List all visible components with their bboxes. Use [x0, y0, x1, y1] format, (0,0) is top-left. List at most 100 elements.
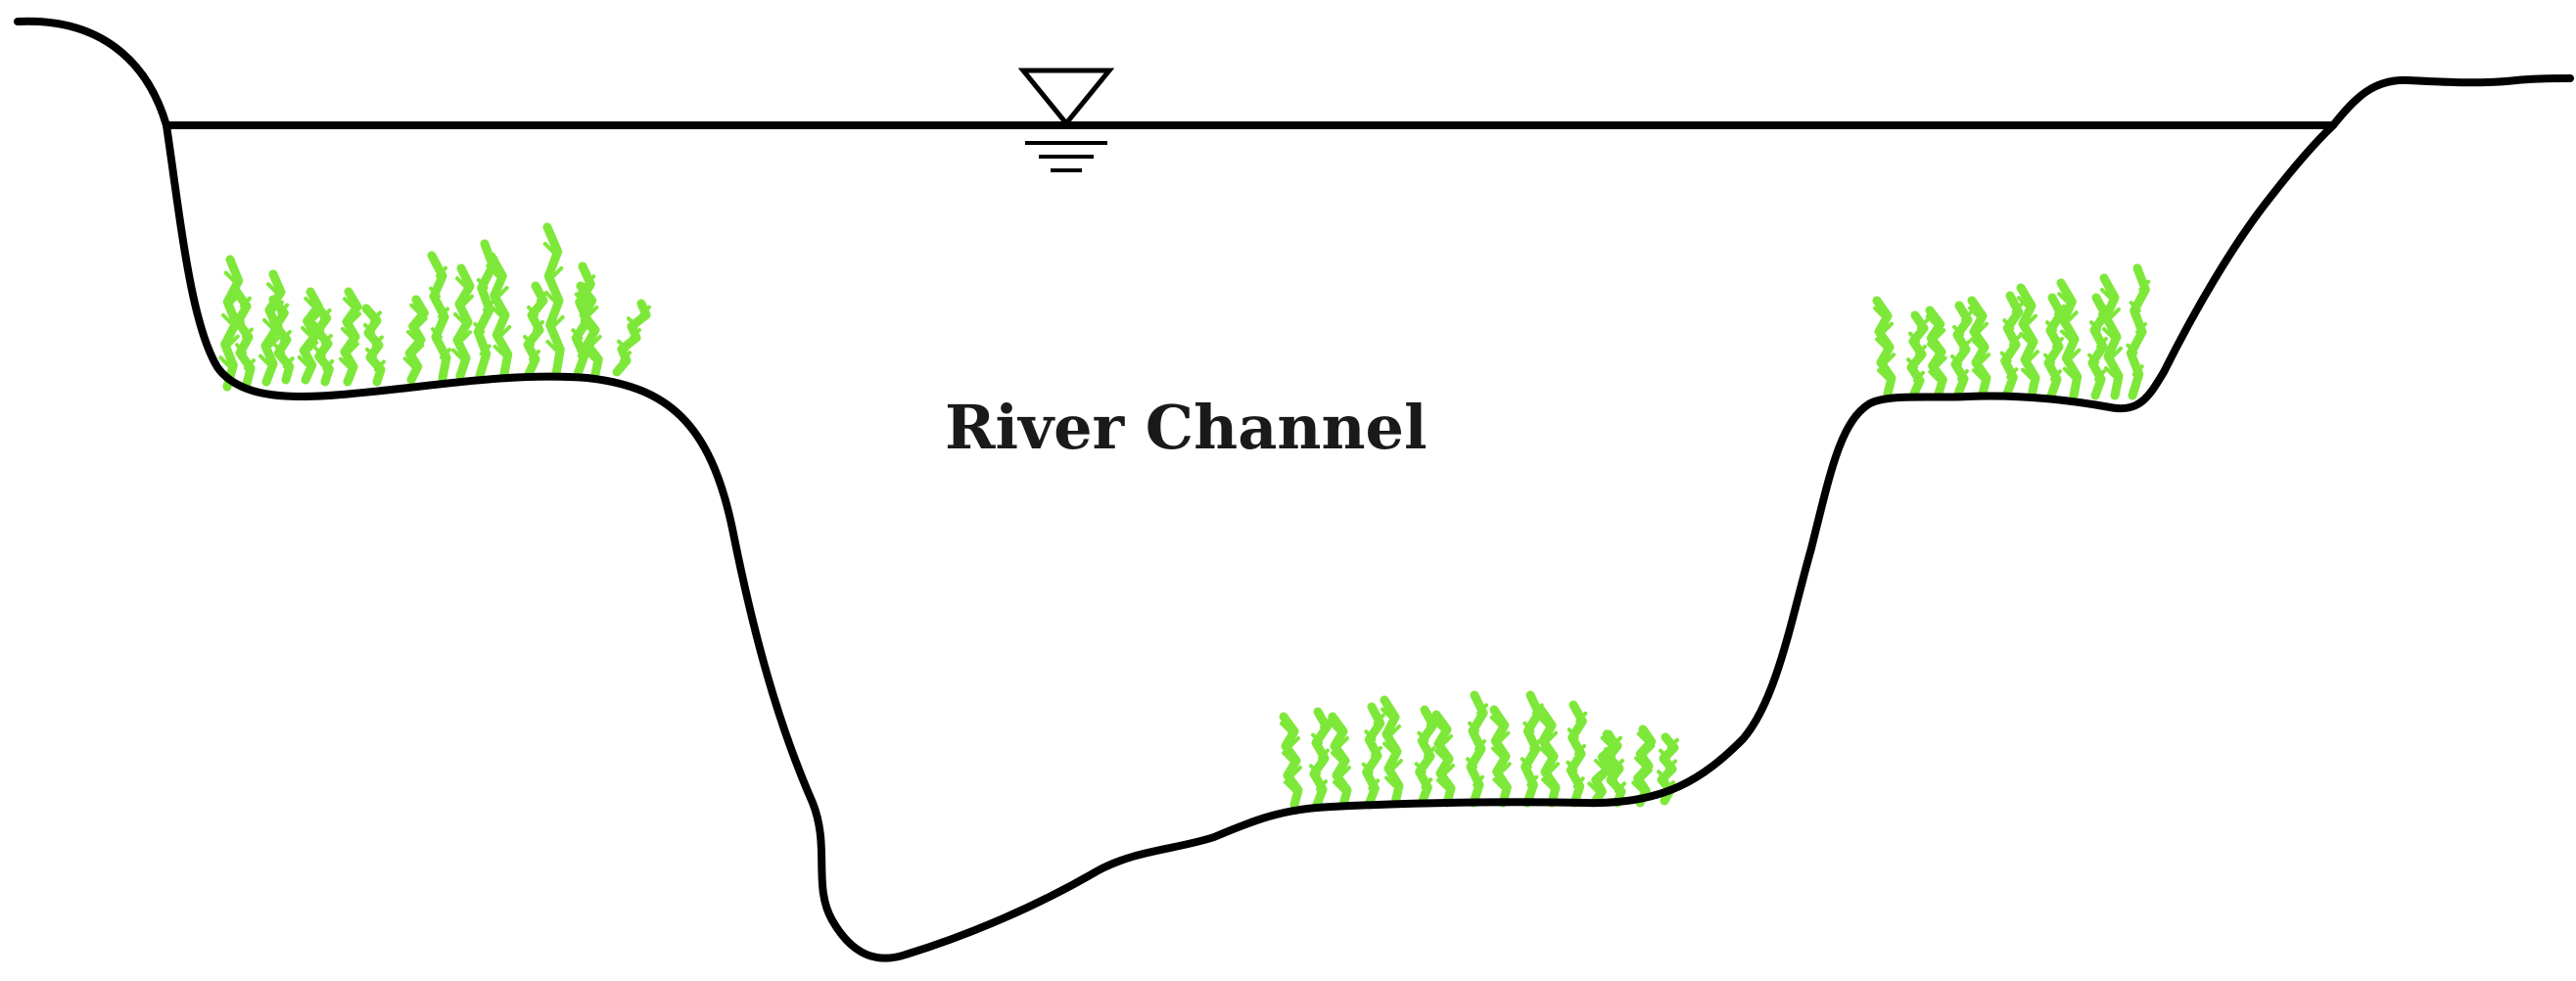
vegetation-leaf — [363, 323, 375, 335]
vegetation-leaf — [2062, 366, 2075, 379]
vegetation-tuft — [612, 299, 651, 377]
vegetation-tuft — [1415, 705, 1438, 808]
vegetation-leaf — [1950, 354, 1962, 366]
vegetation-channel-bed — [1279, 690, 1679, 810]
vegetation-leaf — [1979, 352, 1991, 365]
vegetation-tuft — [1489, 705, 1512, 808]
vegetation-leaf — [350, 311, 361, 324]
vegetation-leaf — [1913, 370, 1925, 383]
vegetation-leaf — [1925, 314, 1938, 327]
vegetation-leaf — [268, 336, 280, 349]
vegetation-leaf — [2026, 313, 2037, 326]
vegetation-leaf — [2054, 304, 2066, 316]
vegetation-leaf — [479, 344, 492, 356]
channel-label: River Channel — [945, 392, 1428, 463]
vegetation-leaf — [2045, 320, 2057, 333]
vegetation-leaf — [2104, 366, 2116, 378]
vegetation-leaf — [313, 347, 326, 358]
vegetation-leaf — [476, 278, 489, 290]
vegetation-leaf — [1548, 762, 1560, 774]
vegetation-tuft — [1536, 705, 1561, 808]
vegetation-leaf — [551, 266, 564, 278]
vegetation-tuft — [2056, 278, 2083, 400]
vegetation-leaf — [2069, 348, 2082, 360]
vegetation-tuft — [1431, 710, 1456, 808]
vegetation-leaf — [2138, 279, 2151, 292]
vegetation-leaf — [438, 306, 449, 319]
vegetation-leaf — [1290, 766, 1302, 777]
vegetation-leaf — [2050, 369, 2062, 382]
vegetation-leaf — [1368, 778, 1381, 791]
vegetation-leaf — [1546, 730, 1558, 743]
vegetation-leaf — [321, 334, 333, 346]
vegetation-tuft — [2000, 291, 2024, 398]
vegetation-leaf — [617, 339, 629, 351]
vegetation-leaf — [584, 350, 596, 361]
vegetation-tuft — [523, 281, 548, 379]
vegetation-leaf — [1575, 711, 1588, 724]
vegetation-leaf — [409, 303, 422, 315]
vegetation-leaf — [365, 348, 377, 359]
vegetation-leaf — [2102, 327, 2114, 339]
vegetation-leaf — [1587, 781, 1600, 794]
vegetation-leaf — [402, 356, 415, 369]
vegetation-leaf — [1441, 734, 1453, 746]
vegetation-tuft — [1279, 712, 1303, 810]
vegetation-leaf — [462, 294, 474, 306]
vegetation-leaf — [1288, 736, 1300, 748]
vegetation-leaf — [1873, 305, 1885, 318]
vegetation-leaf — [297, 355, 309, 367]
vegetation-leaf — [2043, 352, 2055, 365]
vegetation-leaf — [1473, 774, 1484, 787]
vegetation-leaf — [2109, 307, 2121, 319]
vegetation-leaf — [1434, 749, 1446, 761]
vegetation-leaf — [1498, 730, 1511, 743]
vegetation-leaf — [1475, 739, 1486, 751]
vegetation-leaf — [2129, 301, 2141, 313]
vegetation-leaf — [1875, 337, 1887, 350]
vegetation-leaf — [533, 320, 544, 332]
vegetation-leaf — [240, 296, 252, 308]
vegetation-leaf — [455, 276, 467, 289]
vegetation-leaf — [2111, 347, 2123, 358]
vegetation-leaf — [499, 325, 512, 337]
vegetation-leaf — [1382, 741, 1394, 754]
vegetation-tuft — [1872, 296, 1897, 398]
vegetation-leaf — [2131, 364, 2144, 377]
vegetation-leaf — [1935, 355, 1947, 368]
vegetation-leaf — [1968, 305, 1980, 318]
vegetation-leaf — [491, 305, 502, 317]
vegetation-leaf — [1443, 764, 1455, 775]
vegetation-leaf — [1476, 703, 1488, 716]
vegetation-leaf — [306, 341, 319, 352]
vegetation-leaf — [473, 322, 486, 334]
vegetation-leaf — [1594, 759, 1606, 771]
vegetation-leaf — [2096, 337, 2108, 349]
vegetation-leaf — [1917, 318, 1929, 331]
vegetation-leaf — [1311, 732, 1323, 745]
vegetation-leaf — [2066, 310, 2079, 323]
channel-bed-outline — [14, 17, 2574, 962]
vegetation-tuft — [1967, 296, 1991, 398]
vegetation-leaf — [1600, 735, 1613, 748]
vegetation-leaf — [1489, 715, 1502, 727]
vegetation-leaf — [577, 291, 589, 303]
vegetation-leaf — [589, 335, 602, 347]
vegetation-tuft — [1466, 690, 1488, 808]
vegetation-leaf — [322, 359, 335, 371]
vegetation-leaf — [227, 334, 240, 347]
vegetation-leaf — [2009, 335, 2021, 347]
vegetation-leaf — [552, 315, 565, 327]
vegetation-leaf — [1613, 759, 1624, 771]
vegetation-leaf — [258, 353, 270, 366]
vegetation-leaf — [1282, 751, 1293, 763]
vegetation-leaf — [372, 335, 384, 348]
vegetation-leaf — [1466, 757, 1477, 770]
vegetation-leaf — [523, 335, 535, 347]
vegetation-tuft — [2043, 293, 2066, 400]
vegetation-leaf — [1537, 715, 1549, 727]
vegetation-leaf — [1615, 781, 1626, 794]
vegetation-tuft — [340, 287, 362, 387]
vegetation-leaf — [1373, 713, 1385, 725]
vegetation-leaf — [218, 355, 231, 368]
